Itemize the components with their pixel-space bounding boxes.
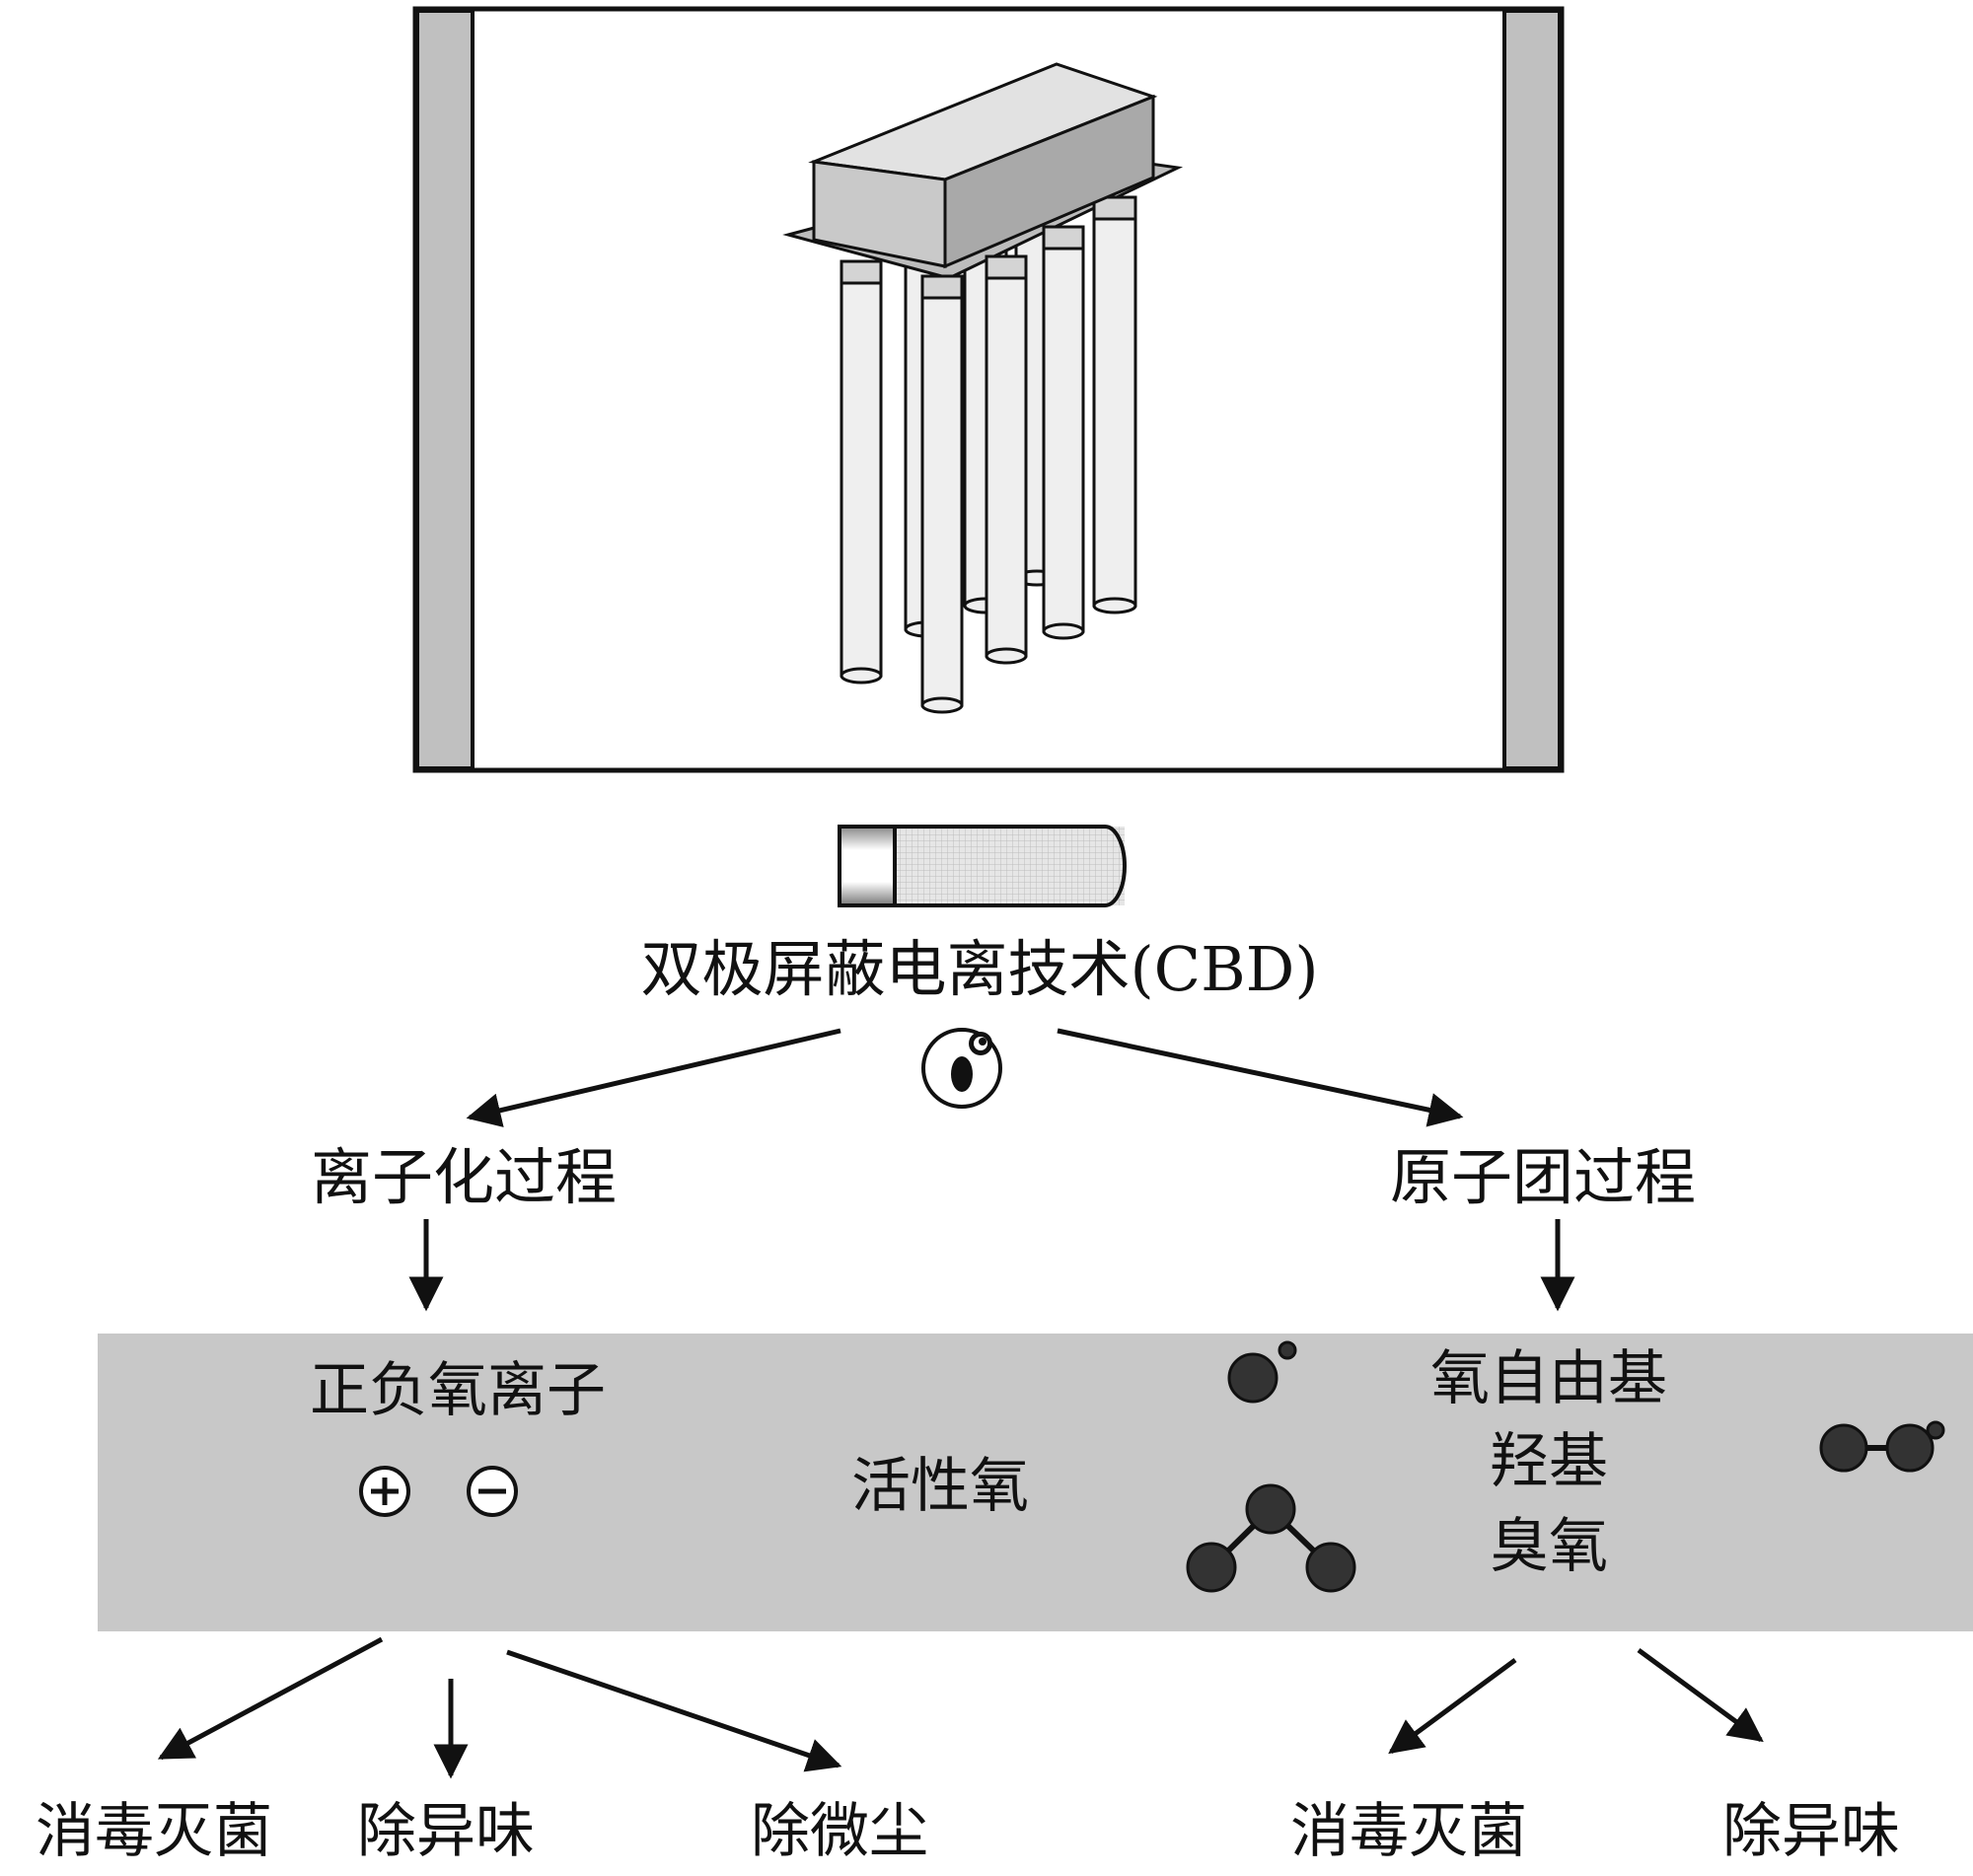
technology-label: 双极屏蔽电离技术(CBD) — [640, 933, 1319, 1005]
effect-dust: 除微尘 — [751, 1797, 928, 1866]
effect-deodor-left: 除异味 — [357, 1797, 535, 1866]
controller-box — [808, 62, 1158, 269]
effect-disinfect-left: 消毒灭菌 — [36, 1797, 272, 1866]
ozone-label: 臭氧 — [1490, 1512, 1608, 1581]
ionizer-module — [782, 62, 1184, 714]
effect-disinfect-right: 消毒灭菌 — [1290, 1797, 1527, 1866]
oxygen-radical-icon — [1227, 1340, 1297, 1404]
ion-product-label: 正负氧离子 — [310, 1356, 606, 1425]
arrow-to-disinfect-left — [157, 1636, 384, 1761]
effect-deodor-right: 除异味 — [1722, 1797, 1900, 1866]
oxygen-atom-icon — [921, 1028, 1002, 1109]
arrow-to-ionization — [466, 1028, 841, 1127]
oxygen-radical-label: 氧自由基 — [1430, 1344, 1667, 1413]
hydroxyl-molecule-icon — [1819, 1420, 1945, 1473]
arrow-to-deodor-right — [1637, 1647, 1764, 1743]
arrow-to-disinfect-right — [1388, 1657, 1517, 1755]
active-oxygen-band — [98, 1334, 1973, 1631]
positive-ion-icon — [359, 1466, 410, 1517]
negative-ion-icon — [467, 1466, 518, 1517]
active-oxygen-label: 活性氧 — [851, 1452, 1029, 1521]
flow-arrows — [157, 1028, 1764, 1779]
arrow-to-cluster — [1057, 1028, 1464, 1127]
arrow-to-dust — [506, 1649, 842, 1772]
hydroxyl-label: 羟基 — [1490, 1427, 1608, 1496]
tube-caps — [840, 195, 1137, 300]
ionization-tube-icon — [838, 825, 1127, 907]
cluster-process-label: 原子团过程 — [1389, 1141, 1697, 1213]
ozone-molecule-icon — [1186, 1483, 1356, 1593]
ionization-process-label: 离子化过程 — [310, 1141, 618, 1213]
